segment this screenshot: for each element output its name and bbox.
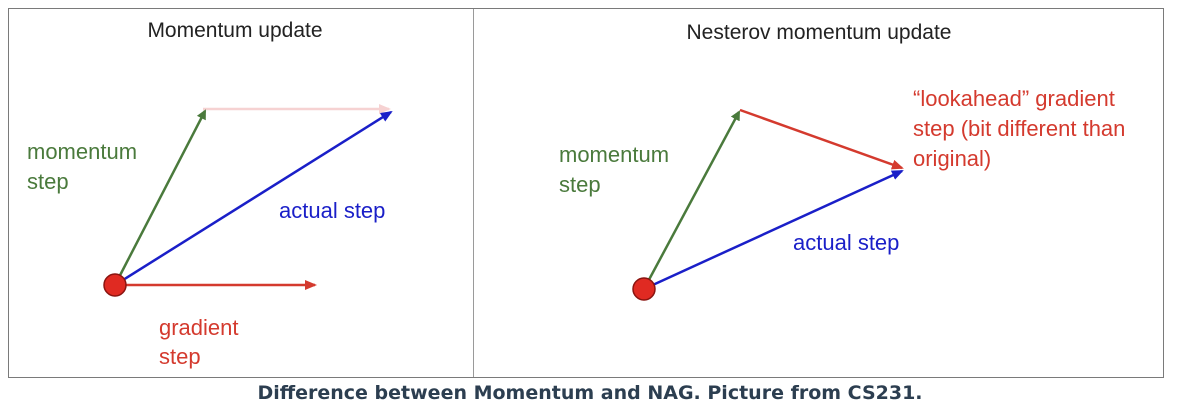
lookahead-label-line2: step (bit different than (913, 116, 1125, 141)
right-panel: Nesterov momentum update “lookahead” gra… (559, 21, 1125, 301)
figure-frame: Momentum update momentum step actual ste… (8, 8, 1164, 378)
lookahead-gradient-arrow (739, 108, 904, 170)
origin-point (103, 273, 127, 297)
gradient-label-line2: step (159, 344, 201, 369)
actual-step-arrow (114, 110, 393, 287)
left-panel-title: Momentum update (147, 19, 322, 42)
momentum-step-arrow (113, 109, 207, 286)
nesterov-momentum-label-line2: step (559, 172, 601, 197)
nesterov-actual-step-arrow (643, 169, 904, 291)
momentum-label-line1: momentum (27, 139, 137, 164)
figure-caption: Difference between Momentum and NAG. Pic… (257, 382, 923, 404)
nesterov-origin-point (632, 277, 656, 301)
actual-step-label: actual step (279, 198, 385, 223)
nesterov-actual-step-label: actual step (793, 230, 899, 255)
nesterov-momentum-arrow (642, 110, 741, 290)
right-panel-title: Nesterov momentum update (687, 21, 952, 44)
panel-divider (473, 9, 474, 377)
diagram-canvas: Momentum update momentum step actual ste… (27, 19, 1125, 369)
lookahead-label-line3: original) (913, 146, 991, 171)
nesterov-momentum-label-line1: momentum (559, 142, 669, 167)
momentum-label-line2: step (27, 169, 69, 194)
left-panel: Momentum update momentum step actual ste… (27, 19, 393, 369)
gradient-label-line1: gradient (159, 315, 239, 340)
lookahead-label-line1: “lookahead” gradient (913, 86, 1115, 111)
